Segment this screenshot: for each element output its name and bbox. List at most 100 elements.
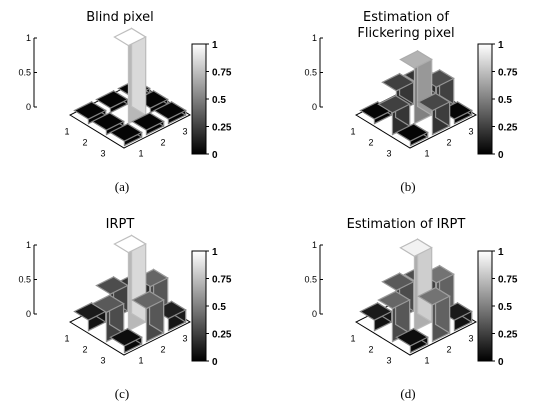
colorbar-tick-label: 0 bbox=[212, 150, 218, 161]
colorbar-tick-label: 0.5 bbox=[212, 302, 226, 313]
x-tick-label: 3 bbox=[100, 356, 105, 366]
x-tick-label: 2 bbox=[368, 138, 373, 148]
chart-title: IRPT bbox=[106, 217, 135, 232]
colorbar-tick-label: 0.75 bbox=[498, 68, 518, 79]
colorbar-tick-label: 0.25 bbox=[212, 123, 232, 134]
bar bbox=[395, 327, 429, 354]
colorbar-tick-label: 0.75 bbox=[498, 275, 518, 286]
x-tick-label: 2 bbox=[82, 345, 87, 355]
y-tick-label: 3 bbox=[468, 334, 473, 344]
colorbar-tick-label: 0.25 bbox=[498, 123, 518, 134]
panel-caption: (d) bbox=[400, 386, 415, 401]
z-tick-label: 0.5 bbox=[304, 275, 317, 285]
y-tick-label: 1 bbox=[424, 149, 429, 159]
z-tick-label: 1 bbox=[26, 33, 31, 43]
colorbar-tick-label: 0 bbox=[212, 357, 218, 368]
y-tick-label: 1 bbox=[138, 149, 143, 159]
bar bbox=[73, 100, 107, 125]
bar-top bbox=[417, 286, 451, 306]
z-tick-label: 0 bbox=[26, 309, 31, 319]
z-tick-label: 0 bbox=[312, 102, 317, 112]
z-tick-label: 0 bbox=[26, 102, 31, 112]
y-tick-label: 3 bbox=[182, 127, 187, 137]
panel-3: IRPT 0 0.5 1 1 2 3 1 2 3 1 0.75 0.5 0.25 0 (c) bbox=[18, 217, 231, 401]
colorbar bbox=[477, 43, 493, 155]
panel-caption: (b) bbox=[400, 179, 415, 194]
colorbar-tick-label: 1 bbox=[212, 40, 218, 51]
chart-title: Flickering pixel bbox=[357, 26, 454, 41]
colorbar-tick-label: 1 bbox=[498, 247, 504, 258]
y-tick-label: 3 bbox=[182, 334, 187, 344]
bar bbox=[417, 92, 451, 136]
bar bbox=[395, 122, 429, 147]
colorbar-tick-label: 0.5 bbox=[498, 302, 512, 313]
bar bbox=[377, 94, 411, 136]
bar bbox=[109, 327, 143, 354]
bar-top bbox=[395, 327, 429, 347]
bar bbox=[113, 27, 147, 125]
colorbar-tick-label: 0.75 bbox=[212, 275, 232, 286]
bar bbox=[91, 111, 125, 136]
bar bbox=[131, 111, 165, 136]
z-tick-label: 0 bbox=[312, 309, 317, 319]
bar-top bbox=[399, 50, 433, 69]
bar-top bbox=[73, 101, 107, 120]
bar-top bbox=[359, 302, 393, 321]
bar bbox=[95, 89, 129, 114]
bar-top bbox=[131, 112, 165, 131]
bar-top bbox=[109, 123, 143, 142]
chart-title: Estimation of bbox=[363, 10, 449, 25]
y-tick-label: 2 bbox=[446, 138, 451, 148]
colorbar-tick-label: 0.25 bbox=[212, 330, 232, 341]
bar-top bbox=[91, 294, 125, 314]
z-tick-label: 1 bbox=[312, 33, 317, 43]
bar bbox=[359, 301, 393, 332]
bar bbox=[417, 286, 451, 343]
x-tick-label: 1 bbox=[350, 127, 355, 137]
colorbar-tick-label: 1 bbox=[498, 40, 504, 51]
y-tick-label: 2 bbox=[160, 138, 165, 148]
z-tick-label: 0.5 bbox=[18, 275, 31, 285]
z-tick-label: 1 bbox=[26, 240, 31, 250]
y-tick-label: 1 bbox=[138, 356, 143, 366]
bar-top bbox=[399, 238, 433, 258]
x-tick-label: 3 bbox=[100, 149, 105, 159]
bar-top bbox=[95, 90, 129, 109]
y-tick-label: 2 bbox=[446, 345, 451, 355]
x-tick-label: 1 bbox=[64, 334, 69, 344]
bar-top bbox=[109, 327, 143, 347]
x-tick-label: 1 bbox=[64, 127, 69, 137]
bar-top bbox=[113, 27, 147, 47]
panel-caption: (c) bbox=[115, 386, 129, 401]
bar-top bbox=[417, 92, 451, 112]
colorbar bbox=[477, 250, 493, 362]
colorbar-tick-label: 0.25 bbox=[498, 330, 518, 341]
bar-top bbox=[377, 290, 411, 310]
y-tick-label: 2 bbox=[160, 345, 165, 355]
colorbar-tick-label: 0.75 bbox=[212, 68, 232, 79]
bar-top bbox=[91, 112, 125, 131]
x-tick-label: 3 bbox=[386, 356, 391, 366]
chart-title: Blind pixel bbox=[86, 10, 154, 25]
colorbar bbox=[191, 250, 207, 362]
colorbar-tick-label: 0 bbox=[498, 150, 504, 161]
z-tick-label: 0.5 bbox=[304, 68, 317, 78]
bar bbox=[377, 290, 411, 343]
bar-top bbox=[95, 276, 129, 295]
y-tick-label: 1 bbox=[424, 356, 429, 366]
colorbar-tick-label: 0.5 bbox=[498, 95, 512, 106]
bar-top bbox=[395, 123, 429, 142]
bar bbox=[109, 122, 143, 147]
x-tick-label: 2 bbox=[368, 345, 373, 355]
bar-top bbox=[381, 272, 415, 292]
colorbar-tick-label: 0.5 bbox=[212, 95, 226, 106]
x-tick-label: 1 bbox=[350, 334, 355, 344]
chart-title: Estimation of IRPT bbox=[347, 217, 466, 232]
colorbar bbox=[191, 43, 207, 155]
colorbar-tick-label: 1 bbox=[212, 247, 218, 258]
x-tick-label: 3 bbox=[386, 149, 391, 159]
